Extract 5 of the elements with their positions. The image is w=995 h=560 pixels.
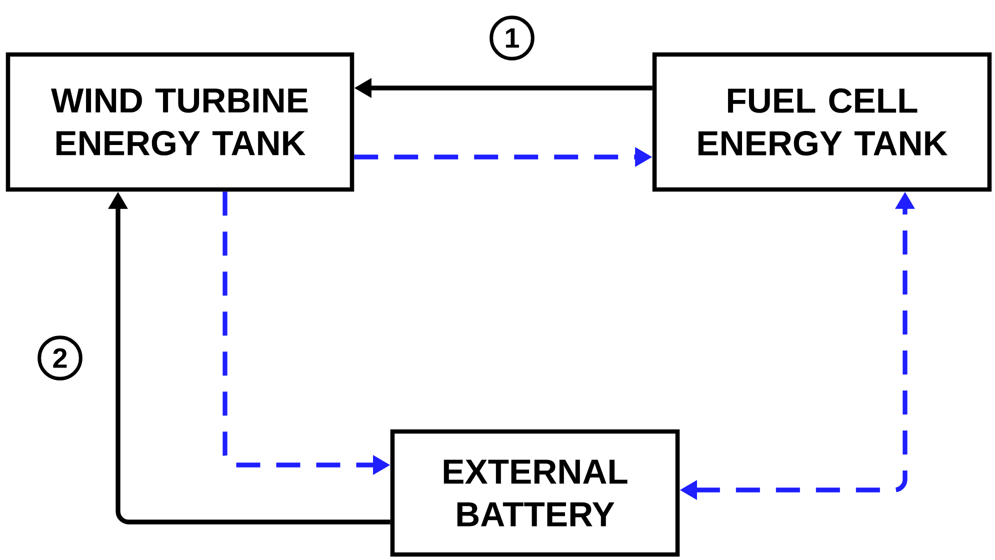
process-box: FUEL CELL ENERGY TANK [652, 52, 992, 192]
callout-number: 2 [38, 336, 82, 380]
process-box: WIND TURBINE ENERGY TANK [6, 52, 354, 192]
callout-number: 1 [490, 16, 534, 60]
process-box: EXTERNAL BATTERY [390, 429, 680, 557]
